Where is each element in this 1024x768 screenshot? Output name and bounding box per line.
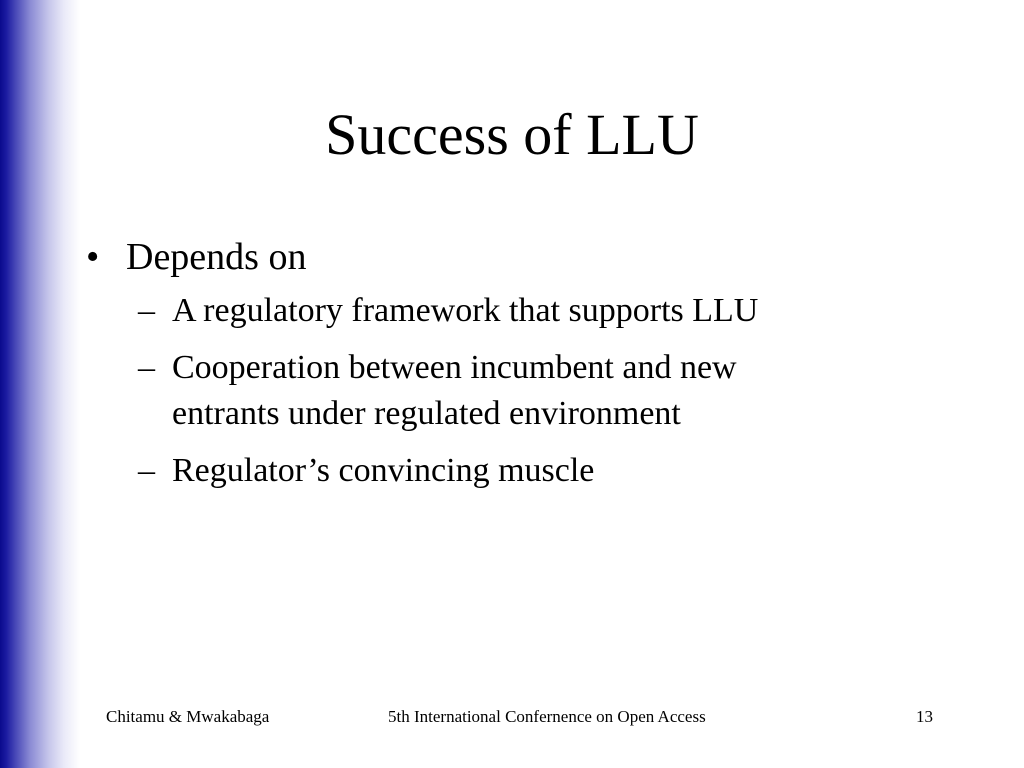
- sub-bullet-line: Regulator’s convincing muscle: [172, 452, 595, 489]
- sub-bullet-item: – A regulatory framework that supports L…: [86, 288, 946, 334]
- bullet-item: • Depends on: [86, 232, 946, 282]
- sub-bullet-line: entrants under regulated environment: [172, 395, 681, 432]
- bullet-text: Depends on: [126, 236, 307, 278]
- footer-page-number: 13: [916, 707, 933, 726]
- footer-authors: Chitamu & Mwakabaga: [106, 707, 270, 726]
- slide-body: • Depends on – A regulatory framework th…: [86, 232, 946, 505]
- sub-bullet-list: – A regulatory framework that supports L…: [86, 288, 946, 494]
- sub-bullet-item: – Cooperation between incumbent and new …: [86, 345, 946, 437]
- sub-bullet-marker: –: [138, 292, 155, 329]
- sub-bullet-item: – Regulator’s convincing muscle: [86, 448, 946, 494]
- slide-title: Success of LLU: [325, 102, 699, 167]
- bullet-marker: •: [86, 236, 100, 278]
- sub-bullet-marker: –: [138, 452, 155, 489]
- footer-conference: 5th International Confernence on Open Ac…: [388, 707, 706, 726]
- sub-bullet-line: A regulatory framework that supports LLU: [172, 292, 759, 329]
- sub-bullet-marker: –: [138, 349, 155, 386]
- side-gradient-bar: [0, 0, 80, 768]
- sub-bullet-line: Cooperation between incumbent and new: [172, 349, 737, 386]
